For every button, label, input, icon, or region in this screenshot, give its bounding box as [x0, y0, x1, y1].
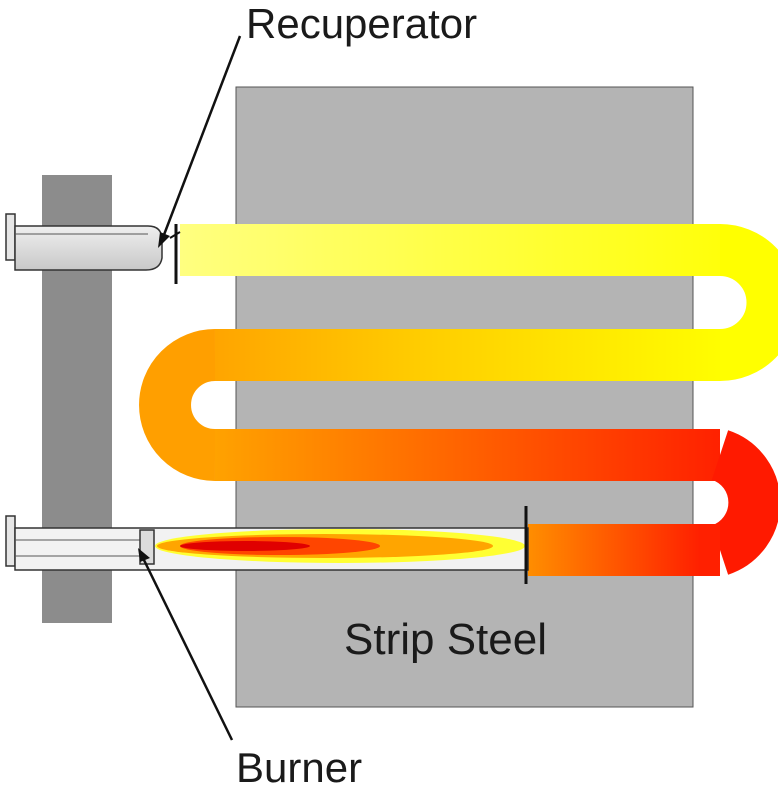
burner-arrowhead-icon [138, 548, 150, 562]
recuperator-flange [5, 213, 16, 261]
recuperator-pointer [158, 35, 242, 248]
burner-label: Burner [236, 744, 362, 786]
burner-flame [155, 529, 525, 563]
burner-pointer-line [140, 555, 234, 741]
strip-steel-label: Strip Steel [344, 615, 547, 664]
burner-assembly [5, 506, 529, 584]
radiant-tube [139, 224, 778, 576]
burner-pointer [138, 548, 234, 741]
tube-upper-bend-right [718, 224, 778, 381]
recuperator-seal-tip [169, 231, 181, 239]
tube-bend-left [139, 329, 217, 481]
tube-lower-bend-right [710, 430, 778, 575]
recuperator-assembly [5, 213, 181, 284]
recuperator-body [14, 225, 163, 271]
flame-core [180, 541, 310, 551]
recuperator-label: Recuperator [246, 0, 477, 47]
recuperator-pointer-line [160, 35, 242, 241]
recuperator-arrowhead-icon [158, 232, 170, 248]
burner-flange [5, 515, 16, 567]
strip-steel-block [235, 86, 694, 708]
